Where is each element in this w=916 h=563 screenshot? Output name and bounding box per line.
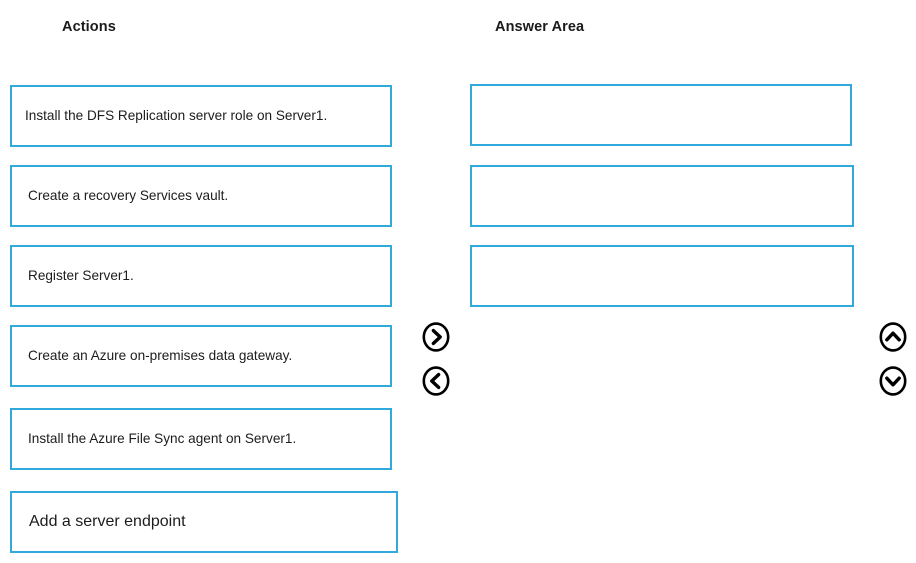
- action-item[interactable]: Register Server1.: [10, 245, 392, 307]
- action-item[interactable]: Install the DFS Replication server role …: [10, 85, 392, 147]
- action-item[interactable]: Create an Azure on-premises data gateway…: [10, 325, 392, 387]
- move-down-icon[interactable]: [878, 366, 908, 396]
- move-right-icon[interactable]: [421, 322, 451, 352]
- action-item-label: Install the DFS Replication server role …: [25, 107, 328, 123]
- action-item[interactable]: Create a recovery Services vault.: [10, 165, 392, 227]
- answer-area-heading: Answer Area: [495, 19, 585, 35]
- action-item-label: Install the Azure File Sync agent on Ser…: [28, 430, 297, 446]
- actions-column-heading: Actions: [62, 19, 116, 35]
- action-item-label: Create an Azure on-premises data gateway…: [28, 347, 293, 363]
- move-left-icon[interactable]: [421, 366, 451, 396]
- action-item[interactable]: Add a server endpoint: [10, 491, 398, 553]
- action-item-label: Register Server1.: [28, 267, 134, 283]
- action-item-label: Create a recovery Services vault.: [28, 187, 229, 203]
- action-item[interactable]: Install the Azure File Sync agent on Ser…: [10, 408, 392, 470]
- answer-drop-slot[interactable]: [470, 245, 854, 307]
- action-item-label: Add a server endpoint: [29, 513, 186, 530]
- answer-drop-slot[interactable]: [470, 165, 854, 227]
- answer-drop-slot[interactable]: [470, 84, 852, 146]
- move-up-icon[interactable]: [878, 322, 908, 352]
